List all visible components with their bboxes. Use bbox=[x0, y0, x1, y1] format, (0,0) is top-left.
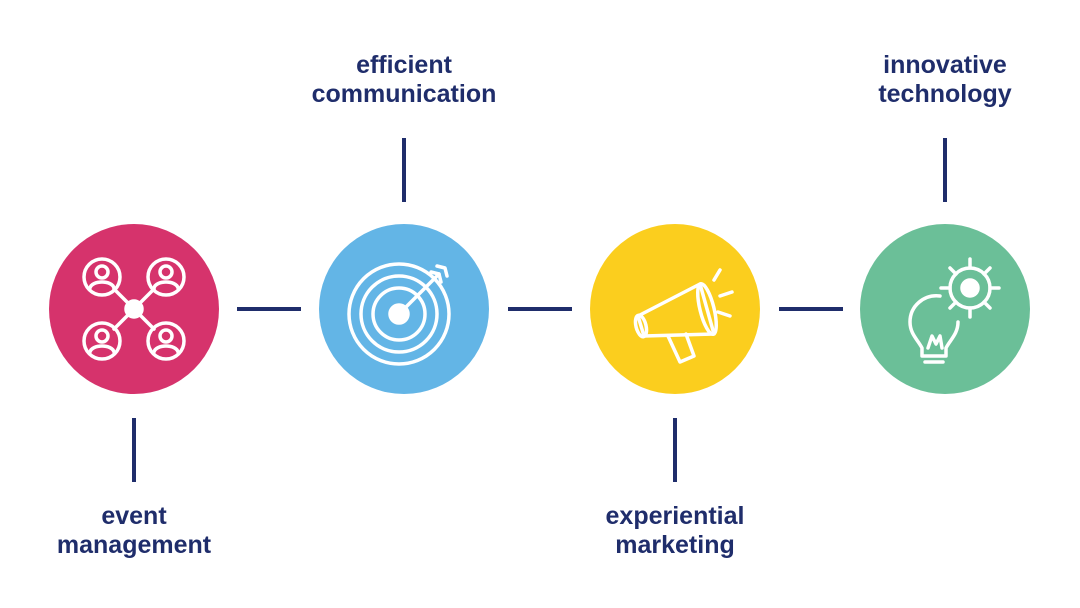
label-line: technology bbox=[878, 80, 1012, 108]
label-connector-innovative-technology bbox=[943, 138, 947, 202]
connector-3-4 bbox=[779, 307, 843, 311]
label-connector-event-management bbox=[132, 418, 136, 482]
step-label-experiential-marketing: experiential marketing bbox=[555, 502, 795, 560]
label-line: communication bbox=[311, 80, 497, 108]
step-circle-innovative-technology bbox=[860, 224, 1030, 394]
connector-2-3 bbox=[508, 307, 572, 311]
target-arrow-icon bbox=[347, 262, 451, 366]
step-label-innovative-technology: innovative technology bbox=[825, 51, 1065, 109]
label-line: management bbox=[56, 531, 212, 559]
step-circle-experiential-marketing bbox=[590, 224, 760, 394]
step-label-efficient-communication: efficient communication bbox=[284, 51, 524, 109]
step-circle-efficient-communication bbox=[319, 224, 489, 394]
people-network-icon bbox=[82, 257, 186, 361]
lightbulb-gear-icon bbox=[908, 257, 1001, 364]
connector-1-2 bbox=[237, 307, 301, 311]
label-line: experiential bbox=[605, 502, 745, 530]
label-line: marketing bbox=[615, 531, 735, 559]
label-connector-experiential-marketing bbox=[673, 418, 677, 482]
step-label-event-management: event management bbox=[14, 502, 254, 560]
megaphone-icon bbox=[633, 268, 734, 364]
label-line: efficient bbox=[356, 51, 452, 79]
label-connector-efficient-communication bbox=[402, 138, 406, 202]
label-line: event bbox=[101, 502, 167, 530]
label-line: innovative bbox=[883, 51, 1007, 79]
step-circle-event-management bbox=[49, 224, 219, 394]
